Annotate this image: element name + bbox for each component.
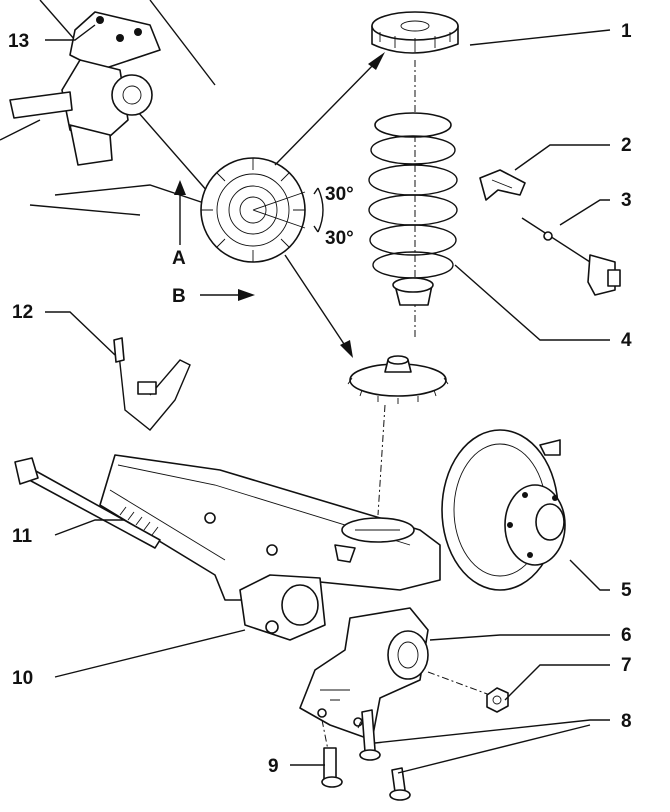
callout-3: 3 <box>621 190 632 211</box>
inset-detail-13 <box>0 0 216 216</box>
bracket-bolts <box>321 709 411 801</box>
arrow-to-seat-lower <box>284 254 349 351</box>
axle-spring-mount <box>334 404 415 563</box>
callout-4: 4 <box>621 330 632 351</box>
brake-disc-hub <box>441 429 566 591</box>
callout-6: 6 <box>621 625 632 646</box>
brake-hose-clip <box>479 169 526 201</box>
mounting-bracket <box>299 607 491 741</box>
callout-7: 7 <box>621 655 632 676</box>
callout-labels: 1 2 3 4 5 6 7 8 9 10 11 12 13 A B 30° 30… <box>8 21 632 777</box>
callout-2: 2 <box>621 135 632 156</box>
callout-1: 1 <box>621 21 632 42</box>
view-arrow-a <box>174 180 186 245</box>
callout-13: 13 <box>8 31 29 52</box>
upper-spring-pad <box>371 11 459 54</box>
view-label-a: A <box>172 248 186 269</box>
callout-12: 12 <box>12 302 33 323</box>
view-label-b: B <box>172 286 186 307</box>
view-arrow-b <box>200 289 255 301</box>
angle-label-lower: 30° <box>325 228 354 249</box>
callout-5: 5 <box>621 580 632 601</box>
pivot-bolt <box>14 457 161 549</box>
nut <box>486 687 509 713</box>
callout-9: 9 <box>268 756 279 777</box>
speed-sensor <box>521 217 621 296</box>
callout-8: 8 <box>621 711 632 732</box>
sensor-cable <box>113 337 191 431</box>
coil-spring <box>368 60 458 340</box>
callout-10: 10 <box>12 668 33 689</box>
angle-label-upper: 30° <box>325 184 354 205</box>
spring-seat-plan-view <box>200 157 324 263</box>
lower-spring-seat <box>347 355 449 404</box>
arrow-to-seat-1 <box>274 59 379 166</box>
leader-lines <box>45 24 611 774</box>
callout-11: 11 <box>12 526 33 547</box>
